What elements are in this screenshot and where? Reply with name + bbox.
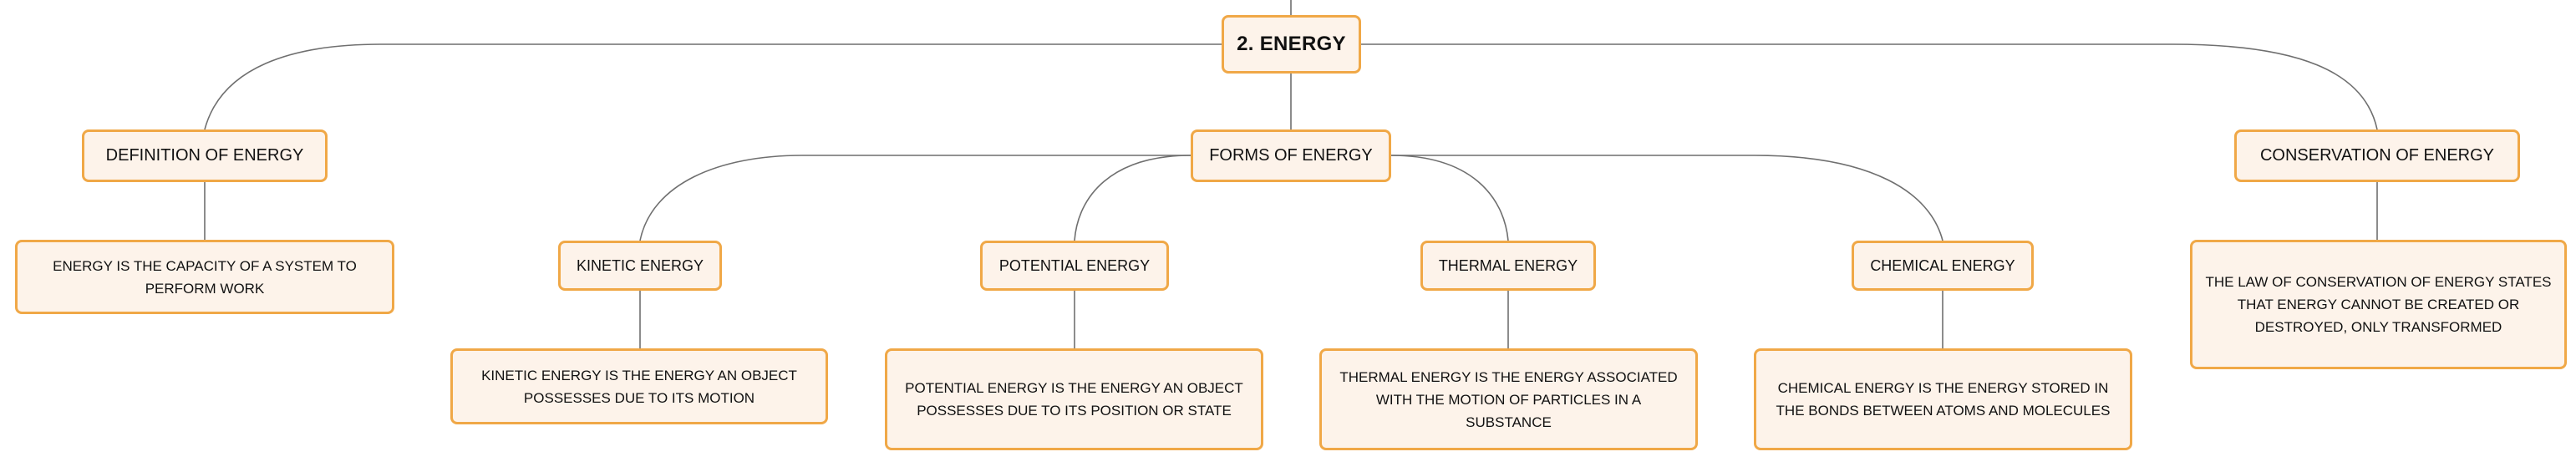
kinetic-detail-node[interactable]: KINETIC ENERGY IS THE ENERGY AN OBJECT P… xyxy=(450,348,828,424)
potential-detail-text: POTENTIAL ENERGY IS THE ENERGY AN OBJECT… xyxy=(905,380,1243,419)
link-forms-to-potential xyxy=(1074,155,1191,241)
conservation-detail-text: THE LAW OF CONSERVATION OF ENERGY STATES… xyxy=(2205,274,2552,335)
potential-node-label: POTENTIAL ENERGY xyxy=(998,256,1151,274)
definition-node[interactable]: DEFINITION OF ENERGY xyxy=(82,129,328,182)
link-forms-to-kinetic xyxy=(639,155,1191,241)
chemical-detail-text: CHEMICAL ENERGY IS THE ENERGY STORED IN … xyxy=(1776,380,2111,419)
root-node-label: 2. ENERGY xyxy=(1237,33,1346,55)
forms-node-label: FORMS OF ENERGY xyxy=(1209,146,1373,165)
chemical-node[interactable]: CHEMICAL ENERGY xyxy=(1852,241,2034,291)
thermal-detail-text: THERMAL ENERGY IS THE ENERGY ASSOCIATED … xyxy=(1339,368,1678,430)
link-root-to-conservation xyxy=(1361,43,2378,130)
potential-node[interactable]: POTENTIAL ENERGY xyxy=(980,241,1169,291)
thermal-node-label: THERMAL ENERGY xyxy=(1438,256,1578,274)
kinetic-node-label: KINETIC ENERGY xyxy=(576,256,704,274)
definition-detail-text: ENERGY IS THE CAPACITY OF A SYSTEM TO PE… xyxy=(53,257,357,297)
kinetic-detail-text: KINETIC ENERGY IS THE ENERGY AN OBJECT P… xyxy=(481,367,797,406)
conservation-node[interactable]: CONSERVATION OF ENERGY xyxy=(2234,129,2520,182)
conservation-node-label: CONSERVATION OF ENERGY xyxy=(2259,146,2495,165)
thermal-node[interactable]: THERMAL ENERGY xyxy=(1420,241,1596,291)
link-forms-to-chemical xyxy=(1391,155,1943,241)
conservation-detail-node[interactable]: THE LAW OF CONSERVATION OF ENERGY STATES… xyxy=(2190,240,2567,369)
thermal-detail-node[interactable]: THERMAL ENERGY IS THE ENERGY ASSOCIATED … xyxy=(1319,348,1698,450)
root-node[interactable]: 2. ENERGY xyxy=(1222,15,1361,74)
chemical-detail-node[interactable]: CHEMICAL ENERGY IS THE ENERGY STORED IN … xyxy=(1754,348,2132,450)
kinetic-node[interactable]: KINETIC ENERGY xyxy=(558,241,722,291)
link-root-to-definition xyxy=(204,43,1222,130)
definition-detail-node[interactable]: ENERGY IS THE CAPACITY OF A SYSTEM TO PE… xyxy=(15,240,394,314)
forms-node[interactable]: FORMS OF ENERGY xyxy=(1191,129,1391,182)
potential-detail-node[interactable]: POTENTIAL ENERGY IS THE ENERGY AN OBJECT… xyxy=(885,348,1263,450)
chemical-node-label: CHEMICAL ENERGY xyxy=(1870,256,2015,274)
link-forms-to-thermal xyxy=(1390,155,1509,241)
definition-node-label: DEFINITION OF ENERGY xyxy=(105,146,304,165)
